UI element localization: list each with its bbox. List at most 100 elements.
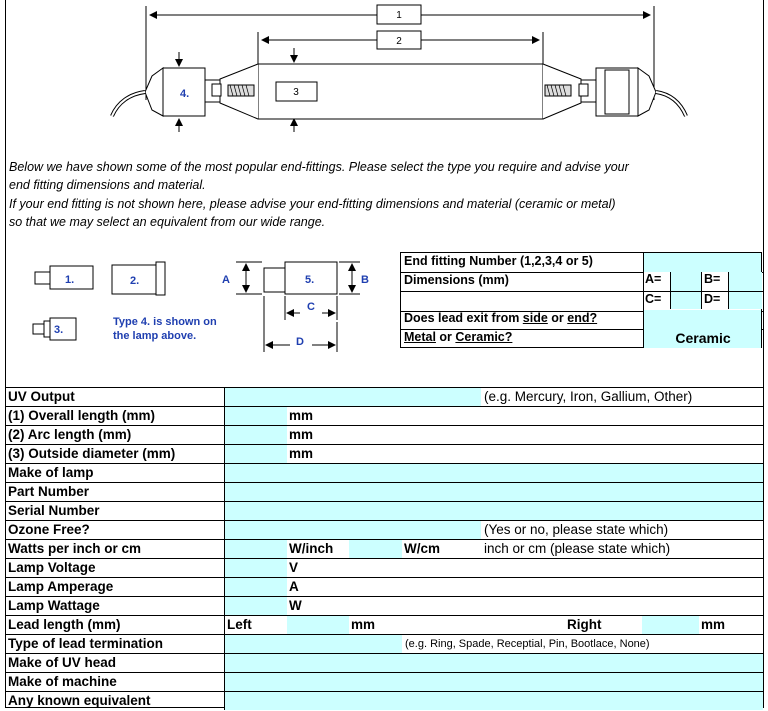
dim-c-input[interactable] [670,292,702,309]
row-watts: Watts per inch or cm W/inch W/cm inch or… [6,539,763,558]
row-uv-output: UV Output (e.g. Mercury, Iron, Gallium, … [6,387,763,406]
dim-3-label: 3 [293,87,299,98]
watts-hint: inch or cm (please state which) [481,540,763,558]
arc-length-label: (2) Arc length (mm) [6,426,225,444]
dim-a-input[interactable] [670,272,702,291]
outside-diameter-unit: mm [287,445,763,463]
row-ozone-free: Ozone Free? (Yes or no, please state whi… [6,520,763,539]
overall-length-unit: mm [287,407,763,425]
make-of-lamp-label: Make of lamp [6,464,225,482]
fitting-5 [284,261,338,295]
voltage-input[interactable] [225,559,287,577]
fitting-1 [49,265,94,290]
dimensions-row-1: Dimensions (mm) A= B= [401,272,763,291]
lamp-diagram: 1 2 3 4. [110,4,688,132]
fitting-5-label: 5. [305,274,314,286]
end-fitting-number-input[interactable] [643,253,761,272]
lead-exit-input[interactable] [643,310,761,329]
ozone-free-input[interactable] [225,521,481,539]
equivalent-input[interactable] [225,692,763,710]
fitting-3 [49,317,77,341]
right-label: Right [565,616,642,634]
lead-exit-text: Does lead exit from [404,311,523,325]
lead-termination-hint: (e.g. Ring, Spade, Receptial, Pin, Bootl… [402,635,763,653]
equivalent-label: Any known equivalent [6,692,225,710]
watts-inch-input[interactable] [225,540,287,558]
row-machine: Make of machine [6,672,763,691]
part-number-label: Part Number [6,483,225,501]
fitting-2-label: 2. [130,275,139,287]
uv-output-input[interactable] [225,388,481,406]
uv-output-hint: (e.g. Mercury, Iron, Gallium, Other) [481,388,763,406]
dimensions-ab: A= B= [643,272,762,291]
lead-termination-label: Type of lead termination [6,635,225,653]
or-text: or [547,311,568,325]
row-lead-length: Lead length (mm) Left mm Right mm [6,615,763,634]
side-text: side [522,311,548,325]
machine-input[interactable] [225,673,763,691]
row-overall-length: (1) Overall length (mm) mm [6,406,763,425]
row-voltage: Lamp Voltage V [6,558,763,577]
lead-exit-row: Does lead exit from side or end? [401,310,763,330]
lead-right-input[interactable] [642,616,699,634]
intro-line-4: so that we may select an equivalent from… [9,215,326,229]
serial-number-input[interactable] [225,502,763,520]
intro-line-1: Below we have shown some of the most pop… [9,160,629,174]
row-arc-length: (2) Arc length (mm) mm [6,425,763,444]
row-equivalent: Any known equivalent [6,691,763,710]
dim-2-box [376,30,422,50]
end-fitting-number-row: End fitting Number (1,2,3,4 or 5) [401,253,763,273]
dim-1-box [376,4,422,25]
end-fitting-4 [162,67,206,117]
material-row: Metal or Ceramic? Ceramic [401,329,763,348]
part-number-input[interactable] [225,483,763,501]
amperage-input[interactable] [225,578,287,596]
lead-left-input[interactable] [287,616,349,634]
metal-text: Metal [404,330,436,344]
material-value: Ceramic [675,330,731,346]
lead-right-unit: mm [699,616,763,634]
dim-a-label: A [222,274,230,286]
outside-diameter-input[interactable] [225,445,287,463]
wattage-input[interactable] [225,597,287,615]
lead-left-unit: mm [349,616,565,634]
voltage-unit: V [287,559,763,577]
row-amperage: Lamp Amperage A [6,577,763,596]
fitting-2 [111,264,157,295]
lead-termination-input[interactable] [225,635,402,653]
dim-b-input[interactable] [728,272,762,291]
watts-cm-input[interactable] [349,540,402,558]
wattage-unit: W [287,597,763,615]
row-make-of-lamp: Make of lamp [6,463,763,482]
overall-length-label: (1) Overall length (mm) [6,407,225,425]
dim-b-label: B [361,274,369,286]
dimensions-row-2: C= D= [401,291,763,312]
w-cm-unit: W/cm [402,540,481,558]
uv-head-input[interactable] [225,654,763,672]
outside-diameter-label: (3) Outside diameter (mm) [6,445,225,463]
row-lead-termination: Type of lead termination (e.g. Ring, Spa… [6,634,763,653]
material-input[interactable]: Ceramic [643,329,761,348]
overall-length-input[interactable] [225,407,287,425]
dim-2-label: 2 [396,36,402,47]
dim-c-tag: C= [645,292,662,306]
end-fitting-number-label: End fitting Number (1,2,3,4 or 5) [404,254,593,268]
uv-output-label: UV Output [6,388,225,406]
intro-line-3: If your end fitting is not shown here, p… [9,197,616,211]
row-uv-head: Make of UV head [6,653,763,672]
watts-label: Watts per inch or cm [6,540,225,558]
dim-3-box [275,81,318,102]
fitting-1-label: 1. [65,274,74,286]
arc-length-input[interactable] [225,426,287,444]
machine-label: Make of machine [6,673,225,691]
ozone-free-label: Ozone Free? [6,521,225,539]
row-outside-diameter: (3) Outside diameter (mm) mm [6,444,763,463]
row-serial-number: Serial Number [6,501,763,520]
arc-length-unit: mm [287,426,763,444]
dim-d-input[interactable] [728,292,762,309]
intro-line-2: end fitting dimensions and material. [9,178,206,192]
end-fitting-box: End fitting Number (1,2,3,4 or 5) Dimens… [400,252,763,348]
ozone-free-hint: (Yes or no, please state which) [481,521,763,539]
or-text-2: or [435,330,456,344]
make-of-lamp-input[interactable] [225,464,763,482]
